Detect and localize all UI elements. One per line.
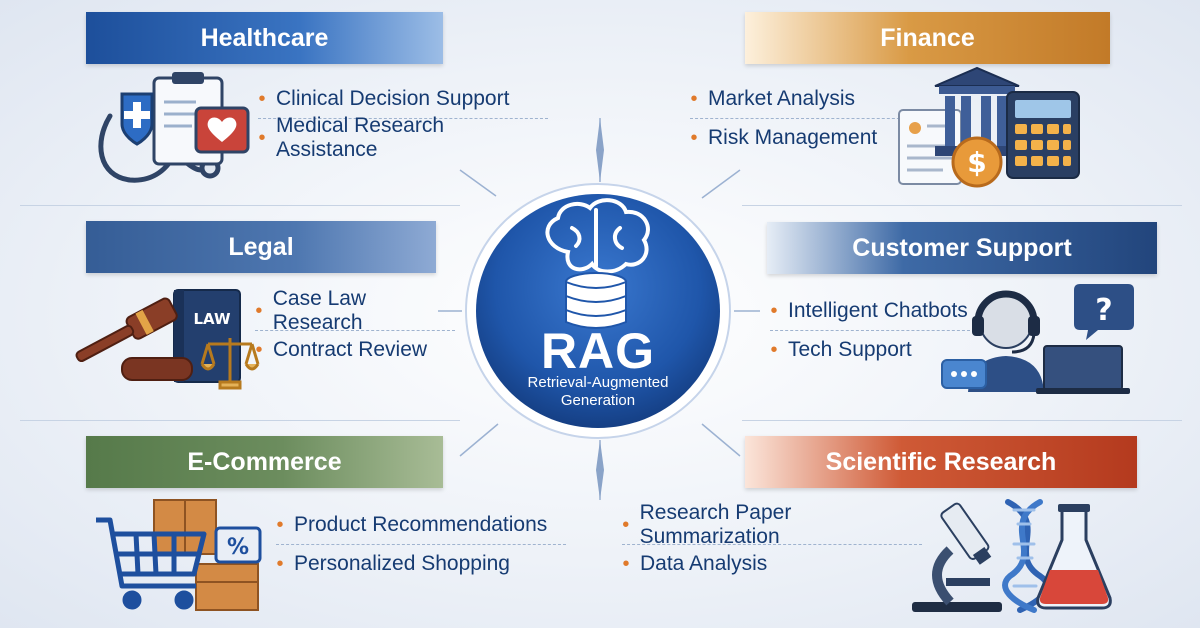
bullet: • bbox=[690, 87, 698, 110]
bullet: • bbox=[276, 552, 284, 575]
item-label: Tech Support bbox=[788, 338, 912, 361]
list-item: • Clinical Decision Support bbox=[258, 80, 548, 119]
list-item: • Research Paper Summarization bbox=[622, 501, 922, 548]
legal-illustration: LAW bbox=[70, 284, 270, 394]
bullet: • bbox=[690, 126, 698, 149]
finance-illustration: $ bbox=[895, 66, 1085, 190]
item-label: Market Analysis bbox=[708, 87, 856, 110]
legal-list: • Case Law Research • Contract Review bbox=[255, 287, 455, 369]
rag-title: RAG bbox=[540, 323, 656, 379]
laptop-icon bbox=[1036, 345, 1130, 394]
law-book-label: LAW bbox=[193, 310, 230, 328]
rag-hub: RAG Retrieval-Augmented Generation bbox=[464, 182, 732, 440]
list-item: • Market Analysis bbox=[690, 80, 910, 119]
svg-text:%: % bbox=[227, 535, 249, 560]
item-label: Risk Management bbox=[708, 126, 878, 149]
finance-banner: Finance bbox=[745, 12, 1110, 64]
bullet: • bbox=[255, 299, 263, 322]
ecommerce-title: E-Commerce bbox=[187, 447, 342, 476]
law-book-icon: LAW bbox=[173, 289, 241, 383]
separator-bottom-left bbox=[20, 420, 460, 421]
rag-subtitle-line1: Retrieval-Augmented bbox=[527, 374, 669, 391]
brain-icon bbox=[545, 198, 650, 274]
list-item: • Risk Management bbox=[690, 119, 910, 157]
question-bubble-icon: ? bbox=[1074, 284, 1134, 340]
list-item: • Personalized Shopping bbox=[276, 545, 566, 583]
finance-list: • Market Analysis • Risk Management bbox=[690, 80, 910, 157]
bullet: • bbox=[276, 513, 284, 536]
separator-bottom-right bbox=[742, 420, 1182, 421]
bullet: • bbox=[258, 87, 266, 110]
item-label: Personalized Shopping bbox=[294, 552, 510, 575]
item-label: Contract Review bbox=[273, 338, 428, 361]
legal-banner: Legal bbox=[86, 221, 436, 273]
bullet: • bbox=[770, 338, 778, 361]
healthcare-banner: Healthcare bbox=[86, 12, 443, 64]
percent-tag-icon: % bbox=[214, 526, 262, 564]
customer-support-banner: Customer Support bbox=[767, 222, 1157, 274]
bullet: • bbox=[622, 552, 630, 575]
database-icon bbox=[565, 272, 627, 329]
microscope-icon bbox=[912, 502, 1002, 612]
box-icon bbox=[153, 499, 259, 611]
item-label: Clinical Decision Support bbox=[276, 87, 510, 110]
rag-hub-circle bbox=[465, 183, 731, 439]
scientific-research-list: • Research Paper Summarization • Data An… bbox=[622, 501, 922, 583]
ecommerce-list: • Product Recommendations • Personalized… bbox=[276, 506, 566, 583]
calculator-icon bbox=[1006, 91, 1080, 179]
item-label: Data Analysis bbox=[640, 552, 768, 575]
ecommerce-illustration: % bbox=[92, 492, 272, 614]
separator-top-left bbox=[20, 205, 460, 206]
healthcare-title: Healthcare bbox=[200, 23, 329, 52]
list-item: • Contract Review bbox=[255, 331, 455, 369]
svg-text:?: ? bbox=[1095, 293, 1112, 328]
list-item: • Intelligent Chatbots bbox=[770, 292, 970, 331]
rag-subtitle: Retrieval-Augmented Generation bbox=[464, 374, 732, 410]
legal-title: Legal bbox=[228, 232, 294, 261]
healthcare-illustration bbox=[92, 72, 257, 190]
list-item: • Data Analysis bbox=[622, 545, 922, 583]
scientific-research-title: Scientific Research bbox=[825, 447, 1057, 476]
gavel-icon bbox=[75, 297, 193, 381]
customer-support-list: • Intelligent Chatbots • Tech Support bbox=[770, 292, 970, 369]
ecommerce-banner: E-Commerce bbox=[86, 436, 443, 488]
scientific-research-illustration bbox=[910, 494, 1120, 614]
bullet: • bbox=[770, 299, 778, 322]
item-label: Research Paper Summarization bbox=[639, 501, 792, 548]
list-item: • Case Law Research bbox=[255, 287, 455, 334]
bullet: • bbox=[255, 338, 263, 361]
svg-text:$: $ bbox=[967, 146, 986, 179]
separator-top-right bbox=[742, 205, 1182, 206]
heart-icon bbox=[194, 106, 250, 154]
medical-cross-icon bbox=[120, 92, 154, 146]
rag-subtitle-line2: Generation bbox=[560, 392, 636, 409]
list-item: • Tech Support bbox=[770, 331, 970, 369]
list-item: • Medical Research Assistance bbox=[258, 114, 548, 161]
dollar-coin-icon: $ bbox=[951, 136, 1003, 188]
item-label: Medical Research Assistance bbox=[275, 114, 445, 161]
item-label: Intelligent Chatbots bbox=[788, 299, 968, 322]
shopping-cart-icon bbox=[96, 517, 207, 610]
bullet: • bbox=[622, 513, 630, 536]
bullet: • bbox=[258, 126, 266, 149]
customer-support-title: Customer Support bbox=[852, 233, 1072, 262]
flask-icon bbox=[1036, 504, 1112, 610]
finance-title: Finance bbox=[880, 23, 975, 52]
healthcare-list: • Clinical Decision Support • Medical Re… bbox=[258, 80, 548, 161]
list-item: • Product Recommendations bbox=[276, 506, 566, 545]
chat-bubble-icon bbox=[941, 359, 987, 389]
item-label: Case Law Research bbox=[272, 287, 367, 334]
item-label: Product Recommendations bbox=[294, 513, 548, 536]
customer-support-illustration: ? bbox=[940, 280, 1140, 395]
scientific-research-banner: Scientific Research bbox=[745, 436, 1137, 488]
scales-icon bbox=[200, 338, 260, 390]
